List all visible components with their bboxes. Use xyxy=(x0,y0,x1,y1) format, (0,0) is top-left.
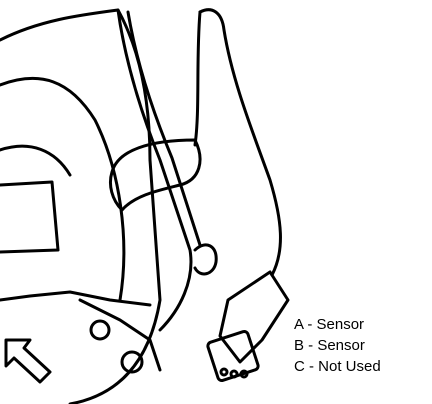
housing-inner-arc xyxy=(0,77,126,302)
sensor-connector xyxy=(218,270,290,364)
mounting-bolt-lower xyxy=(120,350,144,374)
housing-panel xyxy=(0,180,60,254)
wire-harness xyxy=(198,8,282,277)
housing-inner-arc-2 xyxy=(0,144,72,177)
legend-item-c: C - Not Used xyxy=(294,358,381,375)
bracket-stud xyxy=(193,243,218,276)
housing-flange xyxy=(0,290,152,307)
connector-legend: A - Sensor B - Sensor C - Not Used xyxy=(294,314,428,377)
sensor-bracket-edge xyxy=(126,10,202,247)
terminal-c xyxy=(239,369,249,379)
connector-plug xyxy=(206,330,260,382)
housing-base xyxy=(78,298,162,372)
sensor-bracket xyxy=(116,8,193,332)
terminal-b xyxy=(229,369,239,379)
terminal-a xyxy=(219,367,229,377)
direction-arrow-icon xyxy=(4,338,52,384)
harness-clip xyxy=(108,138,202,212)
mounting-bolt xyxy=(89,319,111,341)
legend-item-a: A - Sensor xyxy=(294,316,365,333)
wire-harness-inner xyxy=(193,10,202,147)
legend-item-b: B - Sensor xyxy=(294,337,365,354)
